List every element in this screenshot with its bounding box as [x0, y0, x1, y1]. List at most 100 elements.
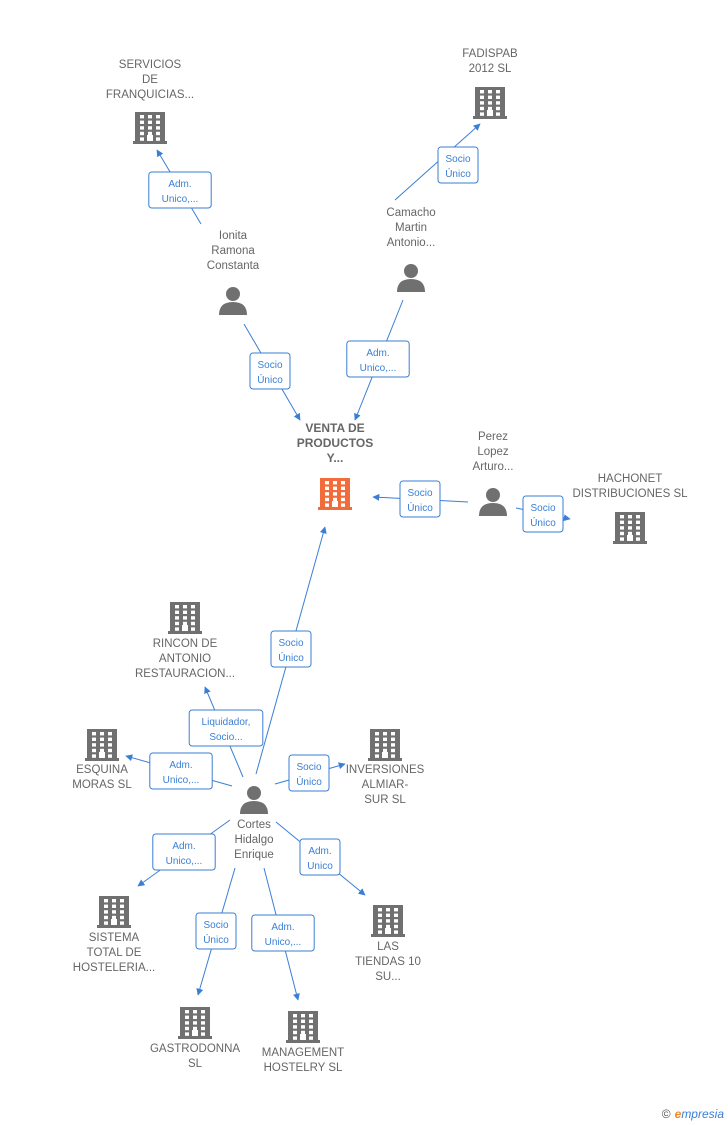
- relation-label-box: [346, 340, 410, 378]
- relation-label[interactable]: Adm.Unico,...: [251, 914, 315, 952]
- relation-label-box: [149, 752, 213, 790]
- node-label: FADISPAB: [462, 48, 518, 60]
- node-perez[interactable]: PerezLopezArturo...: [473, 431, 514, 516]
- node-label: Martin: [395, 222, 427, 234]
- relation-label-text: Unico: [307, 861, 333, 872]
- relation-label-text: Unico,...: [360, 363, 397, 374]
- node-label: Ramona: [211, 245, 255, 257]
- node-inversiones[interactable]: INVERSIONES ALMIAR- SUR SL: [346, 729, 425, 806]
- building-icon: [368, 729, 402, 761]
- relation-label-box: [148, 171, 212, 209]
- node-label: PRODUCTOS: [297, 436, 373, 450]
- node-rincon[interactable]: RINCON DEANTONIORESTAURACION...: [135, 602, 235, 680]
- relation-label-text: Socio: [257, 360, 282, 371]
- node-label: Lopez: [477, 446, 509, 458]
- node-label: ESQUINA: [76, 764, 128, 776]
- edge-cortes-to-lastiendas: Adm. Unico: [275, 821, 366, 896]
- relation-label[interactable]: Adm. Unico: [299, 838, 341, 876]
- relation-label-text: Unico,...: [265, 937, 302, 948]
- relation-label-text: Liquidador,: [202, 717, 251, 728]
- relation-label[interactable]: Adm. Unico,...: [346, 340, 410, 378]
- edge-ionita-to-servicios: Adm. Unico,...: [148, 149, 212, 225]
- relation-label-text: Adm.: [366, 348, 389, 359]
- node-label: RINCON DE: [153, 638, 218, 650]
- edge-cortes-to-sistema: Adm.Unico,...: [137, 819, 231, 887]
- edge-cortes-to-management: Adm.Unico,...: [251, 867, 315, 1001]
- brand-initial: e: [674, 1107, 682, 1121]
- node-camacho[interactable]: CamachoMartinAntonio...: [386, 207, 436, 292]
- relation-label[interactable]: Adm. Unico,...: [148, 171, 212, 209]
- building-icon: [133, 112, 167, 144]
- relation-label-text: Socio: [445, 154, 470, 165]
- node-label: Arturo...: [473, 461, 514, 473]
- relation-label-box: [399, 480, 441, 518]
- relation-label-text: Socio: [203, 920, 228, 931]
- relation-label-text: Adm.: [308, 846, 331, 857]
- relation-label-box: [437, 146, 479, 184]
- relation-label-box: [270, 630, 312, 668]
- relation-label-box: [522, 495, 564, 533]
- relation-label-box: [299, 838, 341, 876]
- relation-label-text: Unico,...: [166, 856, 203, 867]
- node-label: Y...: [327, 451, 344, 465]
- relation-label-box: [288, 754, 330, 792]
- node-center[interactable]: VENTA DEPRODUCTOSY...: [297, 421, 373, 510]
- node-label: VENTA DE: [305, 421, 364, 435]
- building-icon: [371, 905, 405, 937]
- relation-label[interactable]: Adm.Unico,...: [149, 752, 213, 790]
- person-icon: [240, 786, 268, 814]
- relation-label-text: Único: [203, 933, 229, 946]
- relation-label-text: Adm.: [168, 179, 191, 190]
- node-label: ALMIAR-: [362, 779, 409, 791]
- building-icon: [178, 1007, 212, 1039]
- relation-label-box: [188, 709, 264, 747]
- relation-label-text: Socio: [278, 638, 303, 649]
- footer-brand: ©empresia: [662, 1107, 724, 1121]
- node-label: MANAGEMENT: [262, 1047, 344, 1059]
- edge-cortes-to-esquina: Adm.Unico,...: [125, 752, 233, 790]
- relation-label[interactable]: Adm.Unico,...: [152, 833, 216, 871]
- relation-label[interactable]: Liquidador,Socio...: [188, 709, 264, 747]
- node-label: TIENDAS 10: [355, 956, 421, 968]
- node-label: Constanta: [207, 260, 260, 272]
- building-icon: [473, 87, 507, 119]
- node-label: SU...: [375, 971, 401, 983]
- relation-label-text: Único: [445, 167, 471, 180]
- person-icon: [479, 488, 507, 516]
- building-icon: [97, 896, 131, 928]
- building-icon: [286, 1011, 320, 1043]
- node-label: FRANQUICIAS...: [106, 89, 194, 101]
- relation-label-box: [152, 833, 216, 871]
- copyright-symbol: ©: [661, 1107, 671, 1121]
- relation-label-text: Único: [296, 775, 322, 788]
- node-label: ANTONIO: [159, 653, 211, 665]
- relation-label-box: [195, 912, 237, 950]
- node-label: SUR SL: [364, 794, 406, 806]
- node-servicios[interactable]: SERVICIOSDEFRANQUICIAS...: [106, 59, 194, 144]
- node-label: INVERSIONES: [346, 764, 425, 776]
- relation-label-text: Unico,...: [162, 194, 199, 205]
- node-label: DISTRIBUCIONES SL: [572, 488, 688, 500]
- relation-label-box: [251, 914, 315, 952]
